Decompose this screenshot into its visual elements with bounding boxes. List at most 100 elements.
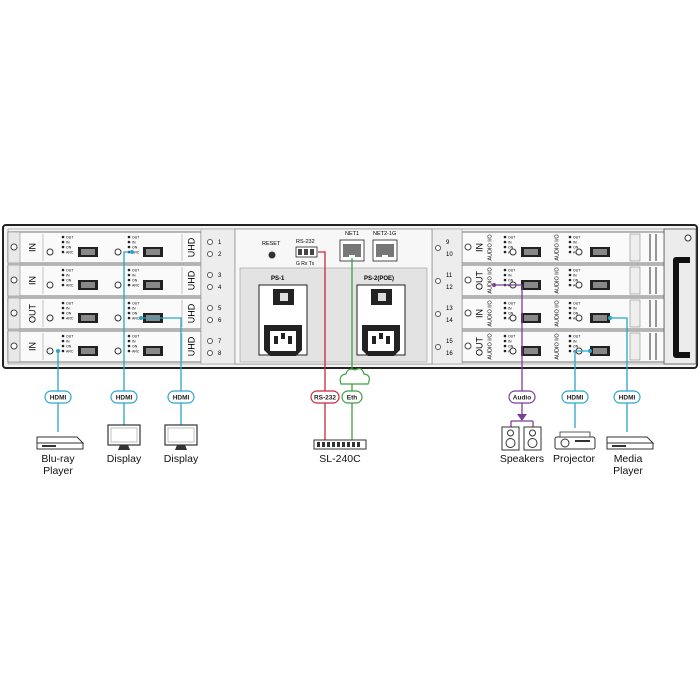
slot-number: 5 bbox=[218, 306, 222, 312]
led-label: ON bbox=[132, 279, 138, 283]
status-led-icon bbox=[61, 339, 65, 343]
card-screw-icon bbox=[46, 281, 54, 289]
cable-tag-label: HDMI bbox=[116, 394, 133, 401]
card-io-label: IN bbox=[474, 309, 484, 318]
card-audio-label: AUDIO I/O bbox=[487, 333, 493, 360]
right-slot-column bbox=[431, 228, 463, 365]
led-label: OUT bbox=[573, 269, 581, 273]
slot-screw-icon bbox=[435, 245, 441, 251]
status-led-icon bbox=[127, 344, 131, 348]
led-label: ON bbox=[66, 312, 72, 316]
rs232-cable bbox=[318, 251, 326, 440]
led-label: OUT bbox=[508, 302, 516, 306]
speakers-icon bbox=[501, 426, 542, 451]
status-led-icon bbox=[61, 278, 65, 282]
status-led-icon bbox=[568, 344, 572, 348]
cable-tag-label: Audio bbox=[513, 394, 531, 401]
rs232-terminal-block[interactable] bbox=[295, 246, 318, 258]
ps2-label: PS-2(POE) bbox=[364, 276, 394, 282]
slot-screw-icon bbox=[435, 344, 441, 350]
slot-screw-icon bbox=[435, 278, 441, 284]
connector-dot bbox=[492, 283, 496, 287]
rs232-pin-labels: G Rx Tx bbox=[296, 261, 315, 267]
connector-dot bbox=[130, 250, 134, 254]
card-screw-icon bbox=[114, 281, 122, 289]
status-led-icon bbox=[503, 316, 507, 320]
status-led-icon bbox=[127, 306, 131, 310]
card-screw-icon bbox=[464, 342, 472, 350]
card-uhd-label: UHD bbox=[186, 336, 196, 356]
slot-number: 12 bbox=[446, 285, 453, 291]
device-label: Display bbox=[164, 453, 199, 465]
device-label: SL-240C bbox=[319, 453, 361, 465]
slot-number: 2 bbox=[218, 252, 222, 258]
led-label: OUT bbox=[508, 335, 516, 339]
net1-label: NET1 bbox=[345, 231, 359, 237]
cable-tag: RS-232 bbox=[310, 390, 340, 404]
led-label: OUT bbox=[573, 236, 581, 240]
device-label: Media bbox=[614, 453, 643, 465]
media-player-icon bbox=[606, 436, 655, 450]
status-led-icon bbox=[568, 301, 572, 305]
card-io-label: OUT bbox=[27, 304, 37, 324]
rack-handle bbox=[663, 228, 697, 365]
card-screw-icon bbox=[509, 314, 517, 322]
slot-number: 9 bbox=[446, 240, 450, 246]
connector-dot bbox=[608, 316, 612, 320]
status-led-icon bbox=[568, 283, 572, 287]
rs232-label: RS-232 bbox=[296, 239, 315, 245]
status-led-icon bbox=[568, 334, 572, 338]
card-io-label: OUT bbox=[474, 337, 484, 357]
center-control-panel: RESET RS-232 G Rx Tx NET1 NET2-1G PS-1 bbox=[234, 228, 433, 365]
audio-arrow-icon bbox=[517, 414, 527, 421]
card-io-label: IN bbox=[27, 342, 37, 351]
cable-tag-label: HDMI bbox=[619, 394, 636, 401]
sl-240c-controller-icon bbox=[313, 439, 367, 450]
connector-dot bbox=[139, 316, 143, 320]
status-led-icon bbox=[503, 301, 507, 305]
led-label: ARC bbox=[132, 317, 140, 321]
led-label: ON bbox=[573, 345, 579, 349]
led-label: OUT bbox=[66, 269, 74, 273]
status-led-icon bbox=[568, 268, 572, 272]
slot-screw-icon bbox=[207, 272, 213, 278]
status-led-icon bbox=[127, 245, 131, 249]
led-label: IN bbox=[66, 307, 70, 311]
status-led-icon bbox=[127, 240, 131, 244]
led-label: ARC bbox=[66, 284, 74, 288]
rack-mount-hole-icon bbox=[684, 234, 692, 242]
net1-ethernet-port[interactable] bbox=[339, 239, 365, 262]
slot-number: 4 bbox=[218, 285, 222, 291]
cable-tag: HDMI bbox=[110, 390, 138, 404]
led-label: ON bbox=[573, 279, 579, 283]
led-label: IN bbox=[508, 307, 512, 311]
card-screw-icon bbox=[10, 276, 18, 284]
blu-ray-player-icon bbox=[36, 436, 85, 450]
status-led-icon bbox=[127, 349, 131, 353]
led-label: OUT bbox=[132, 269, 140, 273]
slot-number: 6 bbox=[218, 318, 222, 324]
status-led-icon bbox=[503, 311, 507, 315]
status-led-icon bbox=[568, 306, 572, 310]
status-led-icon bbox=[568, 278, 572, 282]
status-led-icon bbox=[568, 316, 572, 320]
net2-label: NET2-1G bbox=[373, 231, 396, 237]
status-led-icon bbox=[568, 240, 572, 244]
status-led-icon bbox=[61, 349, 65, 353]
device-label: Display bbox=[107, 453, 142, 465]
reset-button[interactable] bbox=[268, 251, 276, 259]
led-label: OUT bbox=[508, 236, 516, 240]
device-label: Blu-ray bbox=[41, 453, 75, 465]
card-screw-icon bbox=[464, 243, 472, 251]
led-label: OUT bbox=[132, 302, 140, 306]
led-label: OUT bbox=[132, 236, 140, 240]
led-label: OUT bbox=[66, 236, 74, 240]
net2-ethernet-port[interactable] bbox=[372, 239, 398, 262]
status-led-icon bbox=[568, 245, 572, 249]
slot-number: 8 bbox=[218, 351, 222, 357]
